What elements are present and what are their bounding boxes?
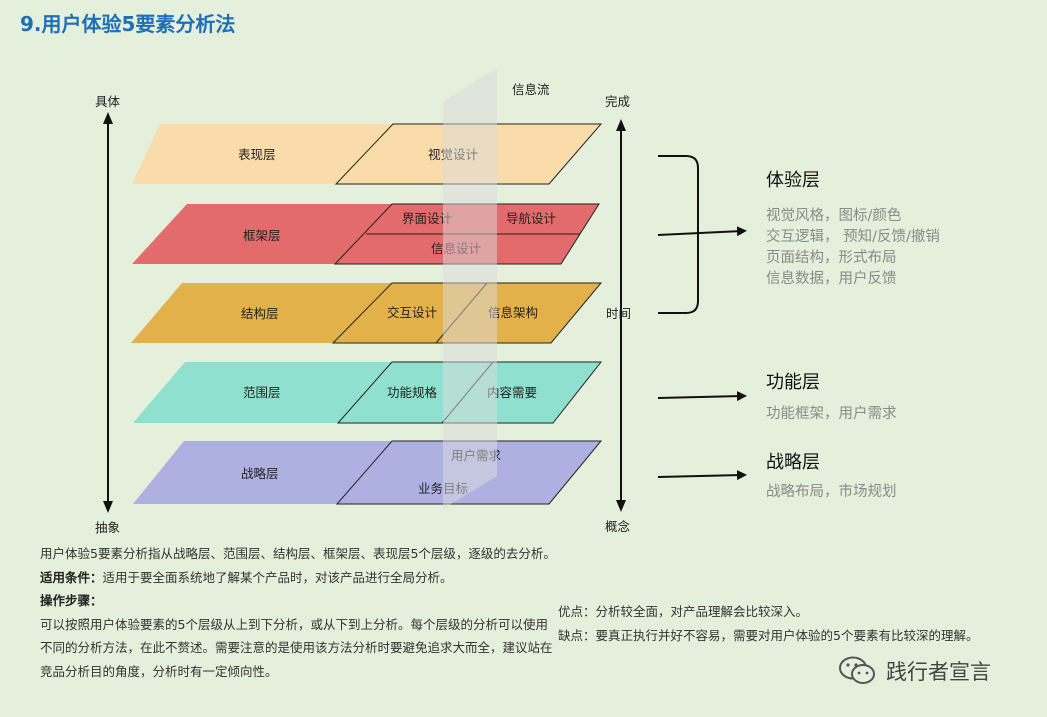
item-functional-spec: 功能规格 [387,385,438,400]
right-axis-arrow-down [616,500,626,512]
info-flow-plane [443,68,497,509]
experience-brace [658,155,699,314]
layer-strategy [133,441,601,504]
right-axis-bottom-label: 概念 [605,519,631,534]
group-function-title: 功能层 [766,372,820,393]
arrow-experience [657,226,747,237]
layer-presentation [132,124,601,184]
steps-text: 可以按照用户体验要素的5个层级从上到下分析，或从下到上分析。每个层级的分析可以使… [40,616,553,679]
condition-text: 适用于要全面系统地了解某个产品时，对该产品进行全局分析。 [102,569,453,585]
group-experience-desc-3: 页面结构，形式布局 [766,249,897,266]
group-strategy-title: 战略层 [766,452,820,473]
group-experience-desc-1: 视觉风格，图标/颜色 [766,207,901,224]
group-strategy-desc-1: 战略布局，市场规划 [766,483,897,500]
item-content-requirements: 内容需要 [487,385,537,400]
condition-label: 适用条件： [40,569,103,585]
watermark-text: 践行者宣言 [886,660,991,684]
info-flow-label: 信息流 [512,82,550,97]
layer-skeleton-label: 框架层 [243,228,281,243]
layer-structure-label: 结构层 [241,306,279,321]
group-function-desc-1: 功能框架，用户需求 [766,405,897,422]
left-axis-bottom-label: 抽象 [95,520,120,535]
item-navigation-design: 导航设计 [506,211,556,226]
layer-scope-inner [336,361,603,424]
arrow-function [657,391,747,402]
group-experience-desc-4: 信息数据，用户反馈 [766,270,897,287]
layer-strategy-inner [335,440,603,505]
right-axis-arrow-up [616,119,626,131]
layer-scope-label: 范围层 [243,385,281,400]
left-axis-arrow-up [103,112,113,124]
cons-text: 缺点：要真正执行并好不容易，需要对用户体验的5个要素有比较深的理解。 [558,628,979,643]
arrow-strategy [657,470,747,481]
item-interaction-design: 交互设计 [387,305,437,320]
group-experience-title: 体验层 [766,170,820,191]
wechat-icon [839,656,875,684]
right-axis-middle-label: 时间 [606,306,631,321]
description-intro: 用户体验5要素分析指从战略层、范围层、结构层、框架层、表现层5个层级，逐级的去分… [40,546,556,561]
item-interface-design: 界面设计 [402,211,452,226]
steps-label: 操作步骤： [40,593,103,608]
item-information-architecture: 信息架构 [488,305,538,320]
watermark: 践行者宣言 [838,655,991,687]
layer-structure-inner [331,282,603,344]
layer-presentation-inner [334,123,603,185]
layer-strategy-label: 战略层 [241,466,279,481]
right-axis-top-label: 完成 [605,94,630,109]
left-axis-top-label: 具体 [95,94,121,109]
group-experience-desc-2: 交互逻辑， 预知/反馈/撤销 [766,227,940,245]
layer-skeleton-inner [333,203,600,265]
description-condition: 适用条件：适用于要全面系统地了解某个产品时，对该产品进行全局分析。 [40,566,560,590]
pros-text: 优点：分析较全面，对产品理解会比较深入。 [558,604,809,619]
left-axis-arrow-down [103,501,113,513]
page-title: 9.用户体验5要素分析法 [20,12,236,36]
layer-presentation-label: 表现层 [238,147,276,162]
description-block: 用户体验5要素分析指从战略层、范围层、结构层、框架层、表现层5个层级，逐级的去分… [40,542,560,683]
pros-cons-block: 优点：分析较全面，对产品理解会比较深入。 缺点：要真正执行并好不容易，需要对用户… [558,600,978,648]
